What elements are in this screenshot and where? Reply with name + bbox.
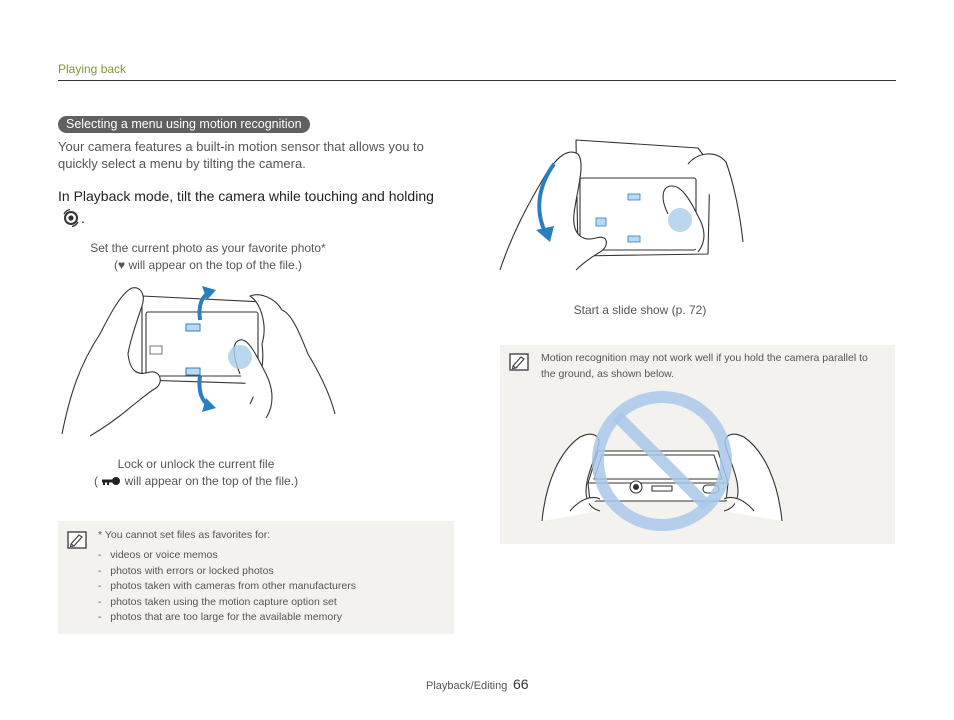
motion-icon <box>61 208 81 228</box>
tilt-camera-illustration <box>60 284 340 444</box>
list-item: - photos that are too large for the avai… <box>98 611 342 623</box>
lock-caption-line1: Lock or unlock the current file <box>117 457 275 471</box>
page-number: 66 <box>513 676 529 692</box>
instruction-text: In Playback mode, tilt the camera while … <box>58 188 434 204</box>
favorite-caption: Set the current photo as your favorite p… <box>58 240 358 274</box>
slideshow-caption: Start a slide show (p. 72) <box>573 303 707 317</box>
favorites-note-heading: * You cannot set files as favorites for: <box>98 529 271 541</box>
lock-caption-line2: ( will appear on the top of the file.) <box>93 474 299 488</box>
intro-text: Your camera features a built-in motion s… <box>58 139 424 171</box>
section-label: Playing back <box>58 62 127 76</box>
note-icon <box>67 531 87 549</box>
key-icon <box>98 474 121 488</box>
header-rule <box>58 80 896 81</box>
list-item: - videos or voice memos <box>98 549 218 561</box>
lock-caption: Lock or unlock the current file ( will a… <box>46 456 346 490</box>
favorite-caption-line2: (♥ will appear on the top of the file.) <box>114 258 302 272</box>
instruction-end: . <box>81 210 85 226</box>
list-item: - photos with errors or locked photos <box>98 564 274 577</box>
motion-note-text: Motion recognition may not work well if … <box>541 352 868 380</box>
footer-section: Playback/Editing <box>426 680 508 692</box>
favorites-note-list: - videos or voice memos - photos with er… <box>98 548 356 626</box>
list-item: - photos taken using the motion capture … <box>98 595 337 608</box>
favorite-caption-line1: Set the current photo as your favorite p… <box>90 241 326 255</box>
slideshow-tilt-illustration <box>498 134 748 274</box>
list-item: - photos taken with cameras from other m… <box>98 580 356 592</box>
heart-icon: ♥ <box>118 258 126 272</box>
note-icon <box>509 353 529 371</box>
favorites-note: * You cannot set files as favorites for:… <box>58 521 454 634</box>
subsection-title: Selecting a menu using motion recognitio… <box>58 116 310 133</box>
parallel-camera-illustration <box>540 391 785 541</box>
instruction: In Playback mode, tilt the camera while … <box>58 185 438 229</box>
motion-note: Motion recognition may not work well if … <box>500 345 895 544</box>
